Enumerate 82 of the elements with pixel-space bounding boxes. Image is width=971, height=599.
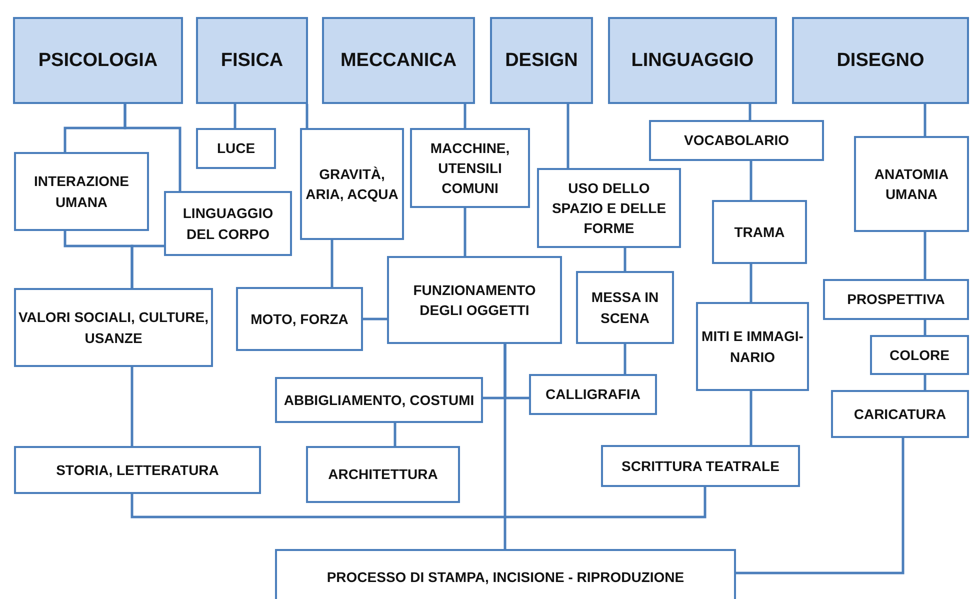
box-label: MITI E IMMAGI- NARIO (700, 327, 804, 366)
topic-box (300, 128, 404, 240)
connector-line (234, 104, 236, 128)
connector-line (130, 244, 164, 288)
connector-line (124, 104, 182, 191)
box-label: LUCE (216, 139, 256, 158)
topic-box (410, 128, 530, 208)
box-label: PROSPETTIVA (847, 290, 945, 310)
box-label: CALLIGRAFIA (546, 385, 640, 404)
box-label: DISEGNO (836, 48, 924, 73)
topic-box (14, 152, 149, 231)
box-label: USO DELLO SPAZIO E DELLE FORME (550, 178, 668, 238)
topic-box (275, 377, 483, 423)
box-label: PROCESSO DI STAMPA, INCISIONE - RIPRODUZIONE (326, 568, 684, 587)
box-label: GRAVITÀ, ARIA, ACQUA (304, 164, 400, 204)
connector-line (306, 104, 308, 128)
connector-line (924, 104, 926, 136)
topic-box (164, 191, 292, 256)
topic-box (236, 287, 363, 351)
box-label: MACCHINE, UTENSILI COMUNI (429, 138, 511, 198)
topic-box (696, 302, 809, 391)
box-label: MOTO, FORZA (250, 310, 348, 329)
box-label: TRAMA (734, 222, 785, 242)
connector-line (924, 320, 926, 335)
category-box (196, 17, 308, 104)
connector-line (750, 391, 752, 445)
box-label: DESIGN (505, 48, 578, 73)
box-label: FISICA (220, 48, 284, 73)
box-label: MESSA IN SCENA (590, 288, 660, 328)
box-label: ANATOMIA UMANA (873, 164, 950, 204)
topic-box (537, 168, 681, 248)
topic-box (306, 446, 460, 503)
connector-line (624, 248, 626, 271)
topic-box (576, 271, 674, 344)
category-box (13, 17, 183, 104)
topic-box (529, 374, 657, 415)
topic-box (870, 335, 969, 375)
box-label: ABBIGLIAMENTO, COSTUMI (284, 390, 474, 410)
connector-line (394, 423, 396, 446)
box-label: VALORI SOCIALI, CULTURE, USANZE (18, 308, 209, 348)
box-label: ARCHITETTURA (328, 465, 438, 484)
topic-box (712, 200, 807, 264)
connector-line (330, 240, 334, 287)
connector-line (748, 104, 752, 120)
topic-box (649, 120, 824, 161)
topic-box (196, 128, 276, 169)
box-label: LINGUAGGIO DEL CORPO (182, 204, 274, 244)
box-label: CARICATURA (854, 404, 946, 424)
connector-line (130, 487, 706, 518)
topic-box (601, 445, 800, 487)
connector-line (566, 104, 570, 168)
connector-line (624, 344, 626, 374)
connector-line (464, 208, 466, 256)
box-label: MECCANICA (340, 48, 457, 73)
connector-line (924, 232, 926, 279)
topic-box (831, 390, 969, 438)
category-box (608, 17, 777, 104)
box-label: VOCABOLARIO (684, 131, 789, 150)
topic-box (14, 446, 261, 494)
box-label: LINGUAGGIO (631, 48, 754, 73)
connector-line (130, 367, 134, 446)
topic-box (14, 288, 213, 367)
category-box (490, 17, 593, 104)
connector-line (750, 161, 752, 200)
topic-box (387, 256, 562, 344)
connector-line (464, 104, 466, 128)
category-box (792, 17, 969, 104)
box-label: FUNZIONAMENTO DEGLI OGGETTI (412, 280, 537, 320)
topic-box (275, 549, 736, 599)
box-label: INTERAZIONE UMANA (33, 172, 130, 212)
connector-line (504, 344, 506, 549)
box-label: STORIA, LETTERATURA (56, 460, 219, 480)
connector-line (736, 438, 904, 574)
box-label: COLORE (890, 346, 950, 365)
category-box (322, 17, 475, 104)
connector-line (750, 264, 752, 302)
topic-box (823, 279, 969, 320)
box-label: PSICOLOGIA (38, 48, 158, 73)
box-label: SCRITTURA TEATRALE (622, 456, 780, 476)
connector-line (924, 375, 926, 390)
connector-line (363, 318, 387, 320)
topic-box (854, 136, 969, 232)
